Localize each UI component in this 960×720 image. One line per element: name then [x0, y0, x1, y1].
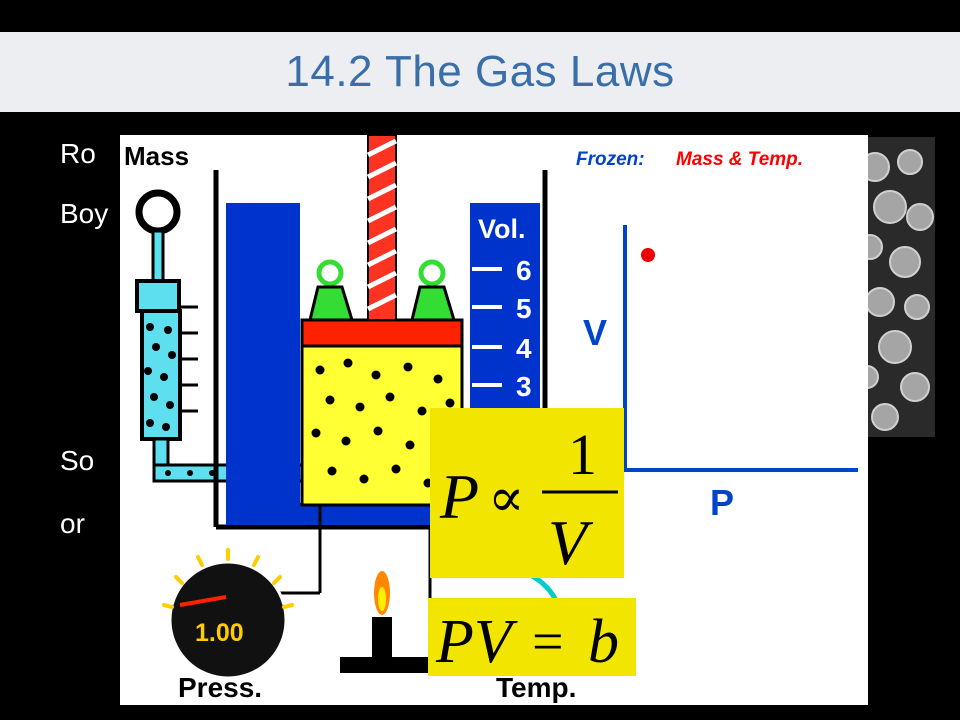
bullet-text-2: Boy — [60, 198, 109, 229]
formula-proportional: P ∝ 1 V — [430, 408, 624, 578]
svg-text:b: b — [588, 608, 619, 676]
piston-rod — [366, 135, 398, 321]
mass-label: Mass — [124, 141, 189, 171]
water-bath-left — [226, 203, 300, 521]
vol-tick-4: 4 — [516, 333, 532, 364]
bullet-text-3: So — [60, 445, 95, 476]
svg-text:∝: ∝ — [488, 466, 525, 529]
pressure-label: Press. — [178, 672, 262, 703]
svg-text:PV: PV — [435, 608, 518, 676]
pv-graph — [623, 225, 858, 472]
graph-data-point — [641, 248, 655, 262]
vol-tick-3: 3 — [516, 371, 532, 402]
burner-icon — [340, 571, 450, 673]
frozen-variables: Mass & Temp. — [676, 149, 803, 170]
weight-icon-left — [308, 259, 355, 322]
svg-text:V: V — [548, 507, 594, 578]
svg-text:P: P — [439, 461, 479, 532]
formula-boyles-law: PV = b — [428, 598, 636, 676]
svg-text:1: 1 — [568, 422, 597, 487]
vol-tick-6: 6 — [516, 255, 532, 286]
pressure-gauge-icon: 1.00 — [162, 548, 294, 680]
temperature-label: Temp. — [496, 672, 576, 703]
vol-tick-5: 5 — [516, 293, 532, 324]
bullet-text-1: Ro — [60, 138, 96, 169]
piston — [300, 318, 464, 348]
graph-y-axis-label: V — [583, 312, 607, 353]
bullet-text-4: or — [60, 508, 85, 539]
bubbles-photo — [855, 137, 935, 437]
volume-scale: 6 5 4 3 — [472, 255, 532, 402]
volume-label: Vol. — [478, 214, 526, 244]
pressure-readout: 1.00 — [195, 619, 244, 647]
weight-icon-right — [410, 259, 457, 322]
title-bar: 14.2 The Gas Laws — [0, 32, 960, 112]
svg-text:=: = — [532, 611, 564, 673]
slide-title: 14.2 The Gas Laws — [285, 47, 675, 96]
graph-x-axis-label: P — [710, 482, 734, 523]
frozen-label: Frozen: — [576, 149, 645, 170]
